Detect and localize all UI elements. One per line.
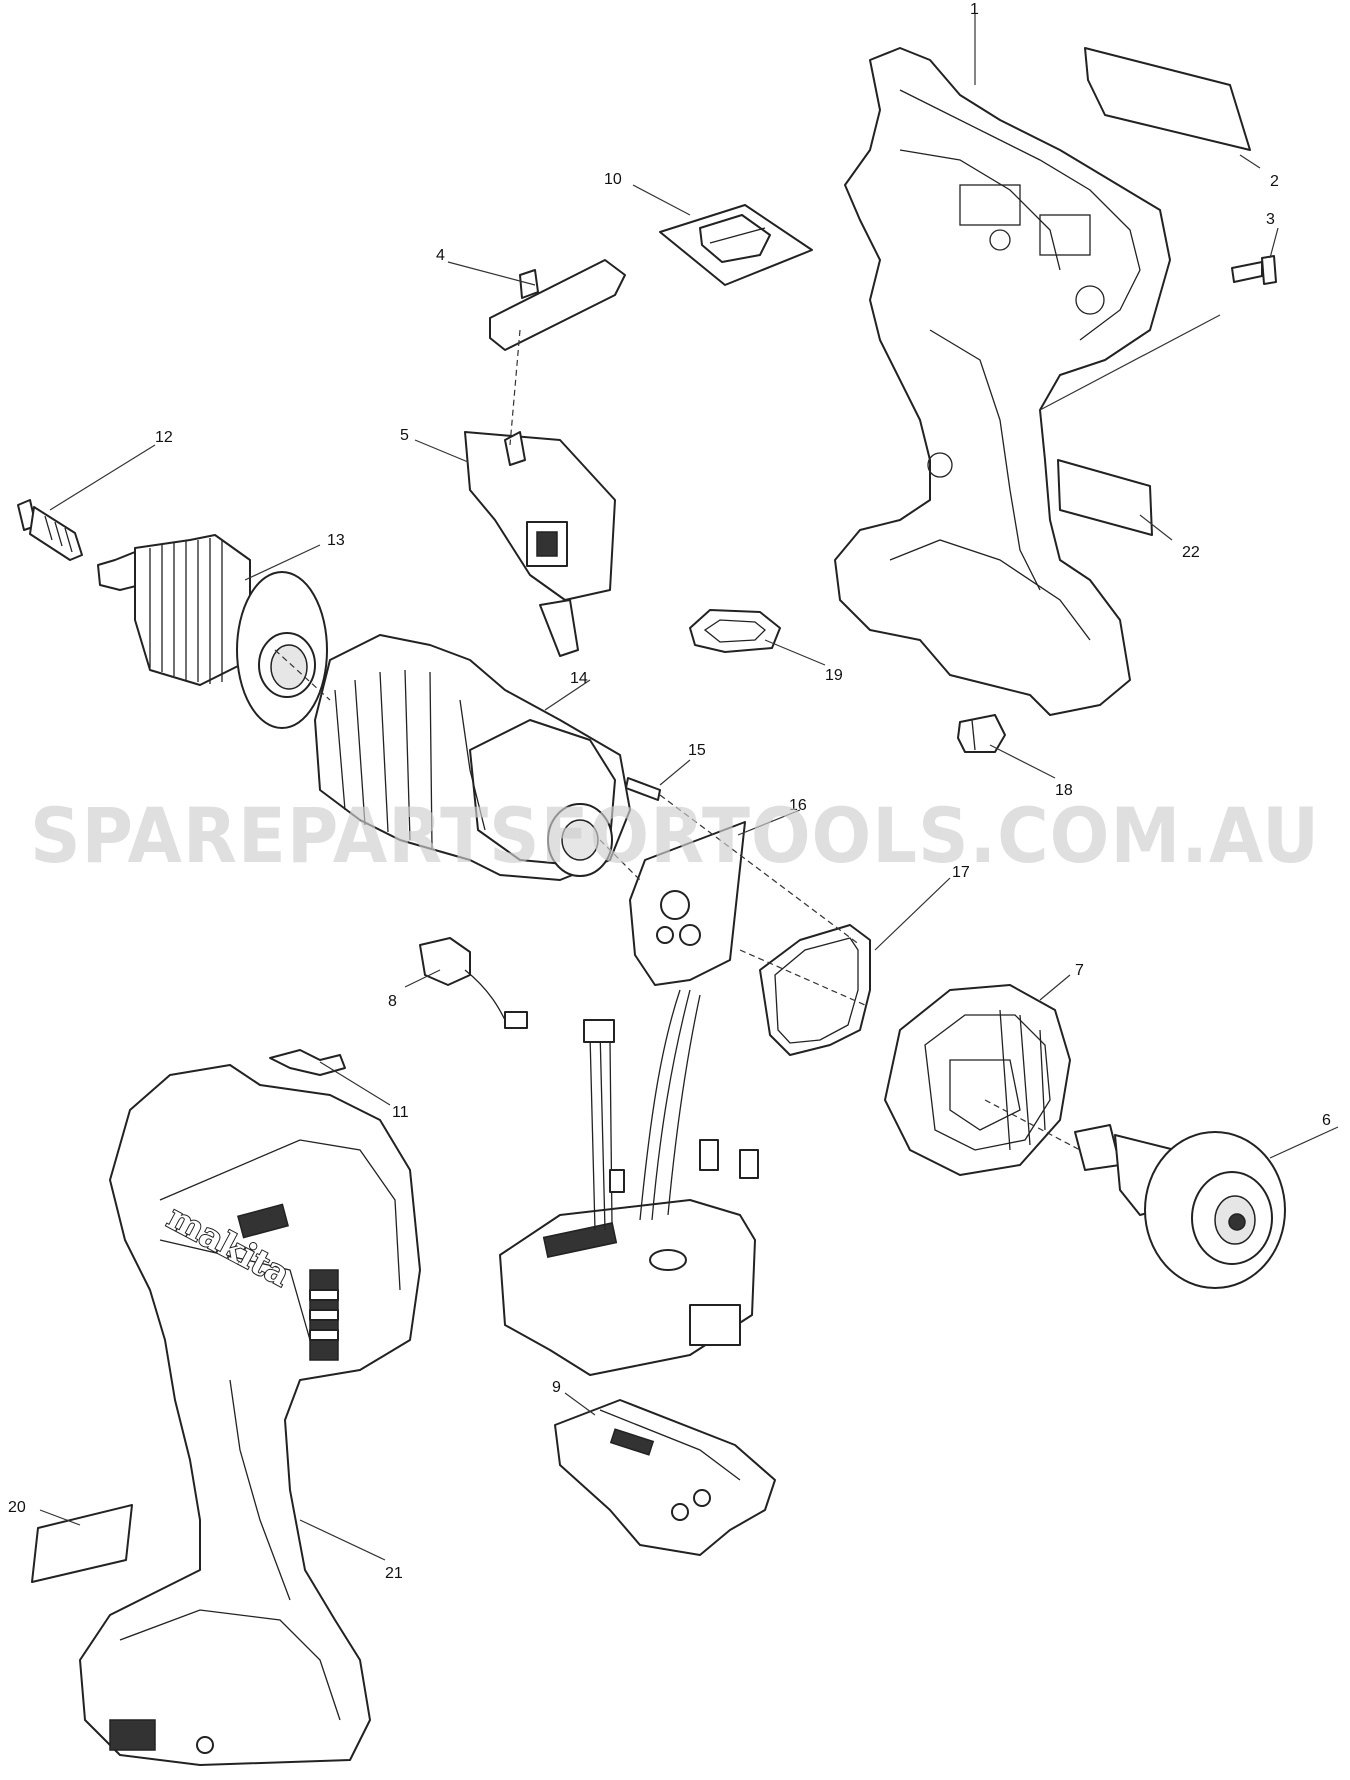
watermark: SPAREPARTSFORTOOLS.COM.AU: [30, 791, 1320, 880]
part-13-chuck: [97, 534, 328, 729]
controller-board: [499, 989, 759, 1376]
callout-19: 19: [825, 667, 843, 684]
part-18-clip: [957, 714, 1006, 753]
part-16-plate: [629, 821, 746, 986]
callout-labels: 1 2 3 4 5 6 7 8 9 10 11 12 13 14 15 16 1…: [8, 1, 1331, 1582]
part-12-screw: [17, 499, 83, 561]
callout-14: 14: [570, 670, 588, 687]
part-19-pad: [689, 609, 781, 653]
callout-3: 3: [1266, 211, 1275, 228]
assembly-lines: [274, 329, 1081, 1151]
callout-20: 20: [8, 1499, 26, 1516]
callout-8: 8: [388, 993, 397, 1010]
callout-7: 7: [1075, 962, 1084, 979]
callout-11: 11: [392, 1104, 409, 1121]
part-7-stator: [884, 984, 1071, 1176]
part-15-pin: [625, 777, 661, 801]
callout-12: 12: [155, 429, 173, 446]
callout-6: 6: [1322, 1112, 1331, 1129]
part-20-label: [31, 1504, 133, 1583]
callout-17: 17: [952, 864, 970, 881]
part-8-connector: [419, 937, 528, 1029]
callout-13: 13: [327, 532, 345, 549]
part-22-label: [1057, 459, 1153, 536]
callout-22: 22: [1182, 544, 1200, 561]
part-21-housing-left: makita: [79, 1064, 421, 1766]
part-14-gear-assembly: [314, 634, 631, 881]
callout-10: 10: [604, 171, 622, 188]
part-4-lever: [489, 259, 626, 351]
callout-5: 5: [400, 427, 409, 444]
callout-15: 15: [688, 742, 706, 759]
leader-lines: [39, 14, 1339, 1561]
part-17-ring: [759, 924, 871, 1056]
part-3-screw: [1231, 255, 1277, 285]
callout-1: 1: [970, 1, 979, 18]
part-1-housing-right: [834, 47, 1171, 716]
part-5-switch: [464, 431, 616, 657]
callout-9: 9: [552, 1379, 561, 1396]
callout-21: 21: [385, 1565, 403, 1582]
part-10-slider: [659, 204, 813, 286]
part-11-clip: [269, 1049, 346, 1076]
part-6-rotor: [1074, 1124, 1286, 1289]
part-2-label: [1084, 47, 1251, 151]
part-9-terminal: [554, 1399, 776, 1556]
callout-16: 16: [789, 797, 807, 814]
callout-18: 18: [1055, 782, 1073, 799]
callout-4: 4: [436, 247, 445, 264]
callout-2: 2: [1270, 173, 1279, 190]
